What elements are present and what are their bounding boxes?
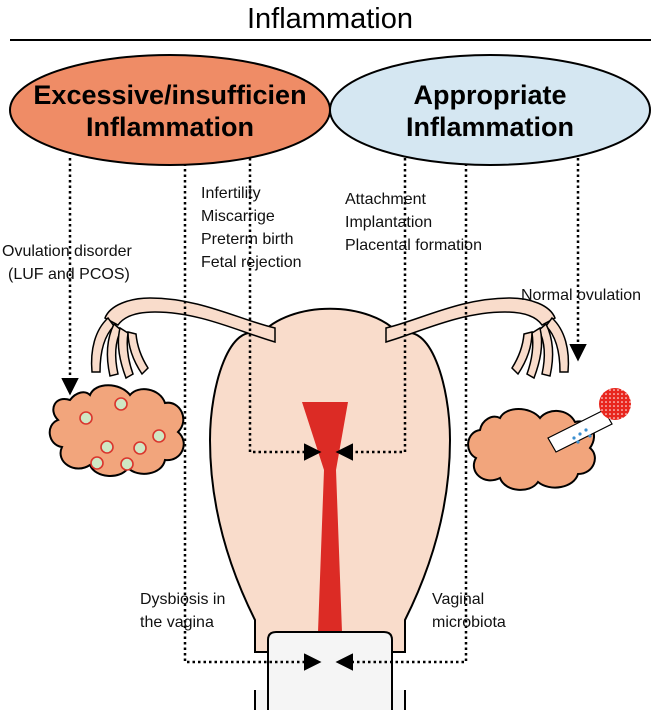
excessive-inflammation-bubble: [9, 54, 331, 166]
appropriate-inflammation-bubble: [329, 54, 651, 166]
outcome-bad: Miscarrige: [201, 208, 275, 225]
arrow-right-to-vagina: [335, 158, 468, 671]
egg-icon: [599, 388, 631, 420]
left-fallopian-tube: [104, 297, 276, 343]
ovulation-rupture-icon: [547, 409, 613, 453]
right-fimbriae: [511, 316, 570, 380]
normal-ovulation-label: Normal ovulation: [521, 287, 641, 304]
dysbiosis-label-line2: the vagina: [140, 614, 214, 631]
dysbiosis-label-line1: Dysbiosis in: [140, 591, 225, 608]
cervix-base: [255, 690, 405, 710]
left-bubble-line2: Inflammation: [86, 112, 254, 142]
outcomes-good-list: Attachment Implantation Placental format…: [345, 191, 482, 254]
outcome-bad: Fetal rejection: [201, 254, 302, 271]
outcome-good: Placental formation: [345, 237, 482, 254]
diagram-title: Inflammation: [247, 3, 413, 35]
outcome-bad: Infertility: [201, 185, 261, 202]
follicle: [114, 397, 128, 411]
outcome-good: Implantation: [345, 214, 432, 231]
follicle: [90, 456, 104, 470]
microbiota-label-line2: microbiota: [432, 614, 506, 631]
ovulation-disorder-sublabel: (LUF and PCOS): [8, 266, 130, 283]
outcomes-bad-list: Infertility Miscarrige Preterm birth Fet…: [201, 185, 302, 271]
outcome-good: Attachment: [345, 191, 426, 208]
right-fallopian-tube: [385, 297, 556, 344]
outcome-bad: Preterm birth: [201, 231, 293, 248]
follicle: [100, 440, 114, 454]
microbiota-label-line1: Vaginal: [432, 591, 484, 608]
arrow-left-to-uterus: [248, 158, 322, 461]
cervix-block: [267, 631, 393, 690]
right-ovary: [467, 408, 596, 491]
right-bubble-line1: Appropriate: [413, 80, 566, 110]
sperm-dots-icon: [572, 428, 592, 444]
follicle: [152, 429, 166, 443]
left-bubble-line1: Excessive/insufficien: [33, 80, 306, 110]
follicle: [133, 441, 147, 455]
follicles: [79, 397, 166, 471]
follicle: [79, 411, 93, 425]
left-fimbriae: [90, 316, 149, 380]
arrow-right-to-uterus: [335, 158, 407, 461]
ovulation-disorder-label: Ovulation disorder: [2, 243, 133, 260]
right-bubble-line2: Inflammation: [406, 112, 574, 142]
follicle: [120, 457, 134, 471]
left-ovary: [48, 384, 185, 477]
